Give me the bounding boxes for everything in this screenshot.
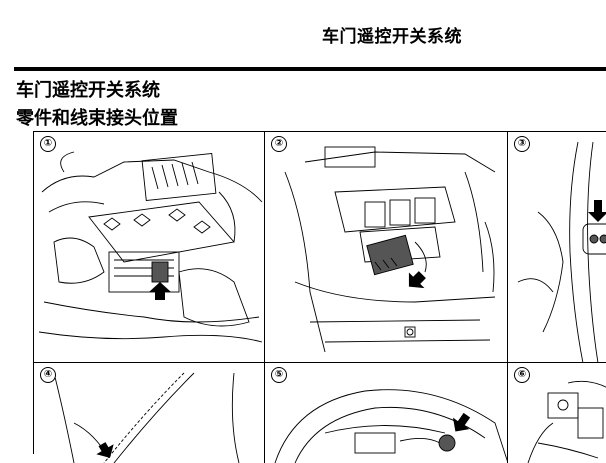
figure-panel-1: ① — [34, 132, 265, 363]
instrument-panel-illustration — [284, 146, 496, 353]
seat-area-illustration — [53, 372, 240, 463]
section-subtitle: 零件和线束接头位置 — [16, 108, 178, 129]
header-rule — [14, 67, 606, 71]
trunk-lid-illustration — [274, 389, 507, 463]
panel-number-4: ④ — [40, 367, 56, 383]
figure-panel-5: ⑤ — [265, 363, 508, 463]
panel-number-6: ⑥ — [514, 367, 530, 383]
figure-panel-3: ③ — [508, 132, 606, 363]
figure-panel-4: ④ — [34, 363, 265, 463]
figure-panel-6: ⑥ — [508, 363, 606, 463]
engine-bay-illustration — [38, 151, 263, 343]
panel-number-3: ③ — [514, 136, 530, 152]
panel-number-1: ① — [40, 136, 56, 152]
figure-panel-2: ② — [265, 132, 508, 363]
panel-number-2: ② — [271, 136, 287, 152]
page-header-title: 车门遥控开关系统 — [322, 27, 462, 47]
section-title: 车门遥控开关系统 — [16, 80, 160, 101]
figure-grid: ① ② — [33, 131, 606, 463]
door-connector-illustration — [517, 141, 606, 362]
panel-number-5: ⑤ — [271, 367, 287, 383]
